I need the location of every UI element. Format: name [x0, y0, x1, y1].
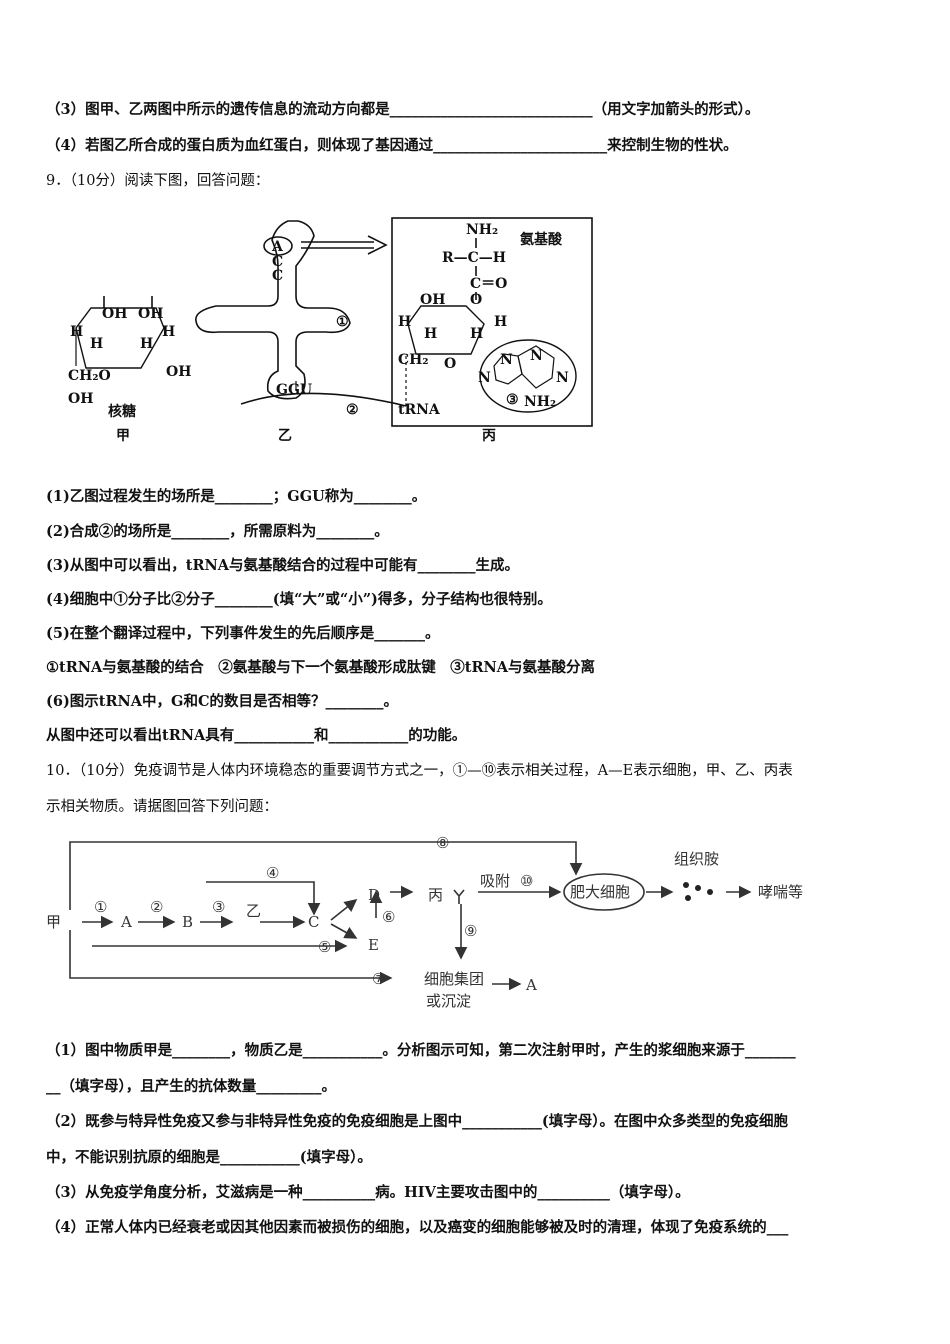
q9-item-5-options: ①tRNA与氨基酸的结合 ②氨基酸与下一个氨基酸形成肽键 ③tRNA与氨基酸分离: [46, 659, 596, 676]
q10-figure: 甲 A B 乙 C D E 丙 ① ② ③ ④ ⑤ ⑥ ⑦ ⑧ ⑨ ⑩ 吸附 肥…: [46, 834, 803, 1010]
q10-item-3: （3）从免疫学角度分析，艾滋病是一种__________病。HIV主要攻击图中的…: [46, 1184, 690, 1201]
label-2: ②: [346, 402, 359, 418]
bing-o: O: [444, 356, 456, 372]
bing-h-2: H: [424, 326, 437, 342]
bing-trna: tRNA: [398, 402, 441, 418]
histamine-dots: [683, 882, 713, 901]
ribose-label: 核糖: [108, 403, 136, 420]
acc-a: A: [271, 239, 284, 255]
q9-figure: OH OH H H H H CH₂O OH OH 核糖 甲 A C C ① GG…: [68, 217, 593, 444]
bing-n-4: N: [556, 370, 569, 386]
q9-heading: 9．（10分）阅读下图，回答问题：: [46, 173, 270, 189]
acc-c2: C: [272, 268, 283, 284]
ribose-oh-left: OH: [68, 391, 93, 407]
bing-o-link: O: [470, 292, 482, 308]
ribose-oh-1: OH: [102, 306, 127, 322]
q10-item-2b: 中，不能识别抗原的细胞是___________(填字母）。: [46, 1149, 372, 1166]
imm-yi: 乙: [246, 902, 261, 920]
q9-item-4: (4)细胞中①分子比②分子________(填“大”或“小”)得多，分子结构也很…: [46, 591, 552, 608]
imm-n4: ④: [266, 864, 279, 882]
fig-label-jia: 甲: [116, 428, 130, 444]
fig-label-yi: 乙: [278, 428, 292, 444]
bing-n-2: N: [500, 352, 513, 368]
imm-n8: ⑧: [436, 834, 449, 852]
imm-adsorb: 吸附: [480, 872, 510, 890]
imm-n3: ③: [212, 898, 225, 916]
q9-item-2: (2)合成②的场所是________，所需原料为________。: [46, 523, 389, 540]
imm-d: D: [368, 886, 380, 904]
bing-ch2: CH₂: [398, 352, 429, 368]
imm-e: E: [368, 936, 379, 954]
bing-nh2: NH₂: [524, 394, 556, 410]
bing-oh: OH: [420, 292, 445, 308]
label-1: ①: [336, 314, 349, 330]
imm-n6: ⑥: [382, 908, 395, 926]
bing-nh2-top: NH₂: [466, 222, 498, 238]
imm-b: B: [182, 913, 193, 931]
ribose-oh-3: OH: [166, 364, 191, 380]
imm-n9: ⑨: [464, 922, 477, 940]
ribose-h-1: H: [70, 324, 83, 340]
q9-item-1: (1)乙图过程发生的场所是________；GGU称为________。: [46, 488, 427, 505]
imm-bing: 丙: [428, 886, 443, 904]
bing-h-1: H: [398, 314, 411, 330]
q8-line-4: （4）若图乙所合成的蛋白质为血红蛋白，则体现了基因通过_____________…: [46, 137, 738, 154]
bing-c-o: C＝O: [470, 276, 507, 292]
bing-h-4: H: [470, 326, 483, 342]
q9-item-3: (3)从图中可以看出，tRNA与氨基酸结合的过程中可能有________生成。: [46, 557, 520, 574]
imm-a: A: [120, 913, 132, 931]
amino-acid-label: 氨基酸: [520, 231, 563, 248]
imm-n7: ⑦: [372, 970, 385, 988]
ribose-structure: [75, 296, 165, 369]
fig-label-bing: 丙: [482, 428, 496, 444]
q8-line-3: （3）图甲、乙两图中所示的遗传信息的流动方向都是________________…: [46, 101, 760, 118]
q10-item-4: （4）正常人体内已经衰老或因其他因素而被损伤的细胞，以及癌变的细胞能够被及时的清…: [46, 1219, 789, 1236]
acc-c1: C: [272, 254, 283, 270]
trna-cloverleaf: [195, 220, 407, 407]
bing-h-3: H: [494, 314, 507, 330]
q9-item-5: (5)在整个翻译过程中，下列事件发生的先后顺序是_______。: [46, 625, 440, 642]
q9-item-7: 从图中还可以看出tRNA具有___________和___________的功能…: [46, 727, 467, 744]
label-3: ③: [506, 392, 519, 408]
bing-structure: [405, 238, 577, 413]
ribose-ch2o: CH₂O: [68, 368, 111, 384]
anticodon-ggu: GGU: [276, 382, 312, 398]
imm-n2: ②: [150, 898, 163, 916]
q10-item-2a: （2）既参与特异性免疫又参与非特异性免疫的免疫细胞是上图中___________…: [46, 1113, 788, 1130]
imm-n5: ⑤: [318, 938, 331, 956]
imm-jia: 甲: [46, 913, 61, 931]
imm-cluster-1: 细胞集团: [424, 970, 484, 988]
imm-cluster-2: 或沉淀: [426, 992, 471, 1010]
q10-heading-1: 10．（10分）免疫调节是人体内环境稳态的重要调节方式之一，①—⑩表示相关过程，…: [46, 763, 793, 779]
bing-r-ch: R—C—H: [442, 250, 506, 266]
imm-a-end: A: [525, 976, 537, 994]
ribose-h-2: H: [90, 336, 103, 352]
imm-histamine: 组织胺: [674, 850, 719, 868]
ribose-h-3: H: [162, 324, 175, 340]
bing-n-3: N: [478, 370, 491, 386]
bing-box: [391, 217, 593, 427]
q9-item-6: (6)图示tRNA中，G和C的数目是否相等？________。: [46, 693, 398, 710]
ribose-h-4: H: [140, 336, 153, 352]
imm-wheeze: 哮喘等: [758, 883, 803, 901]
ribose-oh-2: OH: [138, 306, 163, 322]
imm-n10: ⑩: [520, 872, 533, 890]
q10-item-1a: （1）图中物质甲是________，物质乙是___________。分析图示可知…: [46, 1042, 796, 1059]
q10-heading-2: 示相关物质。请据图回答下列问题：: [46, 799, 278, 815]
imm-n1: ①: [94, 898, 107, 916]
q10-item-1b: __（填字母），且产生的抗体数量_________。: [46, 1078, 336, 1095]
arrow-to-bing: [301, 235, 388, 255]
imm-c: C: [308, 913, 319, 931]
imm-mast-cell: 肥大细胞: [570, 883, 630, 901]
bing-n-1: N: [530, 348, 543, 364]
